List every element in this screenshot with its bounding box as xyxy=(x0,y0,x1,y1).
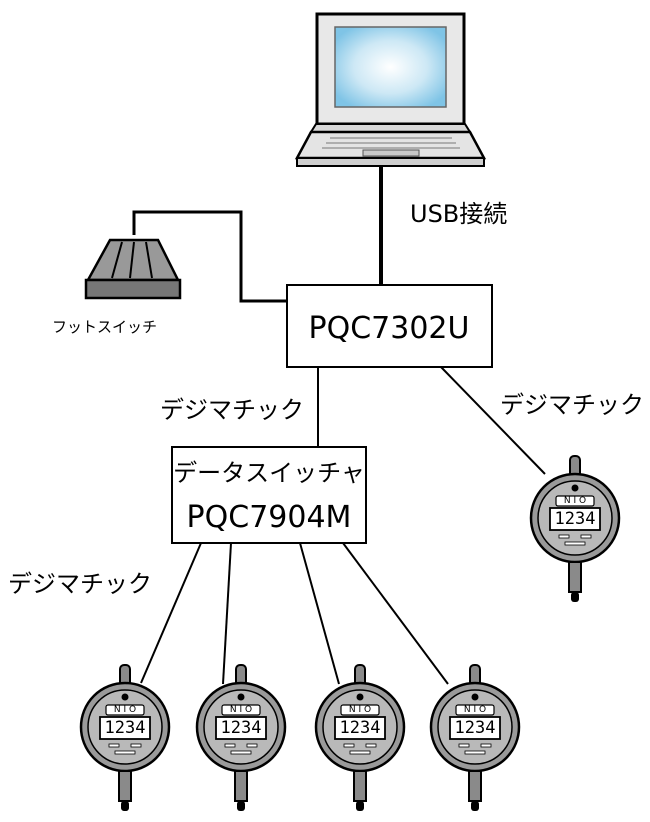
cable-to-gauge-1 xyxy=(140,542,202,684)
gauge-right xyxy=(529,454,621,604)
cable-to-gauge-3 xyxy=(299,542,340,685)
gauge-2-display: 1234 xyxy=(221,718,262,738)
digimatic-label-left: デジマチック xyxy=(8,570,152,598)
laptop-icon xyxy=(294,12,487,167)
gauge-right-display: 1234 xyxy=(555,509,596,529)
gauge-3-brand: N I O xyxy=(349,705,371,715)
switcher-box xyxy=(171,446,367,544)
footswitch-label: フットスイッチ xyxy=(52,318,157,336)
digimatic-label-right: デジマチック xyxy=(500,391,644,419)
gauge-4-brand: N I O xyxy=(464,705,486,715)
gauge-1 xyxy=(79,663,171,813)
cable-to-gauge-4 xyxy=(342,542,449,685)
gauge-2-brand: N I O xyxy=(230,705,252,715)
interface-label: PQC7302U xyxy=(309,311,470,346)
footswitch-cable xyxy=(132,210,287,303)
gauge-4-display: 1234 xyxy=(455,718,496,738)
gauge-3 xyxy=(314,663,406,813)
cable-to-right-gauge xyxy=(440,366,546,475)
connection-lines xyxy=(132,165,546,685)
interface-box xyxy=(286,284,493,368)
usb-label: USB接続 xyxy=(410,200,507,228)
switcher-label-line2: PQC7904M xyxy=(187,500,352,535)
gauge-1-display: 1234 xyxy=(105,718,146,738)
gauge-2 xyxy=(195,663,287,813)
gauge-readouts: N I O 1234 N I O 1234 N I O 1234 N I O 1… xyxy=(105,496,596,738)
gauge-3-display: 1234 xyxy=(340,718,381,738)
gauge-1-brand: N I O xyxy=(114,705,136,715)
cable-to-gauge-2 xyxy=(222,542,232,685)
switcher-label-line1: データスイッチャ xyxy=(173,459,365,487)
gauge-right-brand: N I O xyxy=(564,496,586,506)
footswitch-icon xyxy=(84,238,182,300)
gauge-4 xyxy=(429,663,521,813)
digimatic-label-top: デジマチック xyxy=(160,396,304,424)
